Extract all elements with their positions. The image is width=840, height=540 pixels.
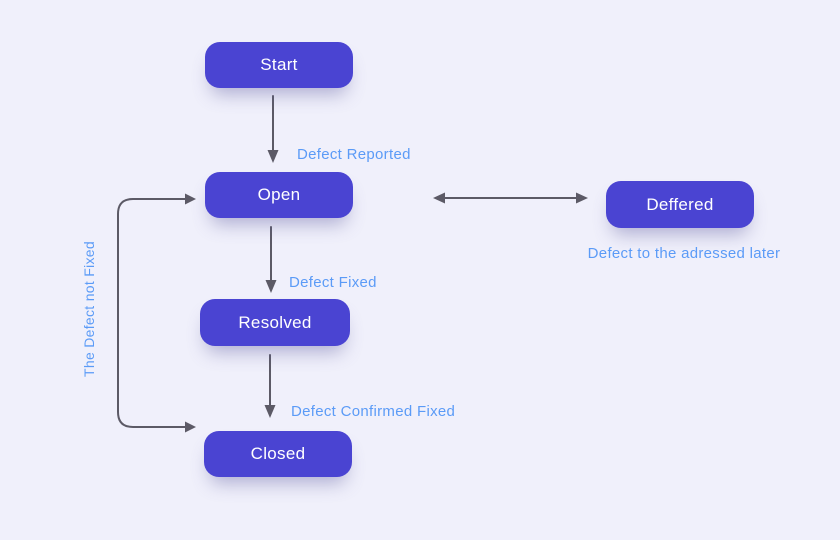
node-closed: Closed [204, 431, 352, 477]
node-deferred: Deffered [606, 181, 754, 228]
node-start-label: Start [260, 55, 298, 74]
edge-label-not-fixed: The Defect not Fixed [81, 241, 97, 377]
arrowhead-toward-open [433, 192, 445, 204]
arrowhead-into-closed-top [264, 405, 276, 418]
arrowhead-into-resolved [265, 280, 277, 293]
edge-label-defect-reported: Defect Reported [297, 146, 411, 163]
node-open-label: Open [257, 185, 301, 204]
node-deferred-label: Deffered [646, 194, 714, 214]
arrowhead-loop-into-open [185, 193, 196, 205]
arrowhead-into-open-top [267, 150, 279, 163]
node-closed-label: Closed [250, 444, 306, 463]
edge-label-defect-confirmed-fixed: Defect Confirmed Fixed [291, 403, 456, 420]
node-resolved-label: Resolved [238, 312, 312, 332]
edge-label-defect-fixed: Defect Fixed [289, 274, 377, 291]
node-resolved: Resolved [200, 299, 350, 346]
arrowhead-loop-into-closed [185, 421, 196, 433]
edge-label-deferred-note: Defect to the adressed later [587, 245, 781, 262]
arrowhead-toward-deferred [576, 192, 588, 204]
arrow-loop-not-fixed [117, 198, 186, 428]
node-start: Start [205, 42, 353, 88]
node-open: Open [205, 172, 353, 218]
